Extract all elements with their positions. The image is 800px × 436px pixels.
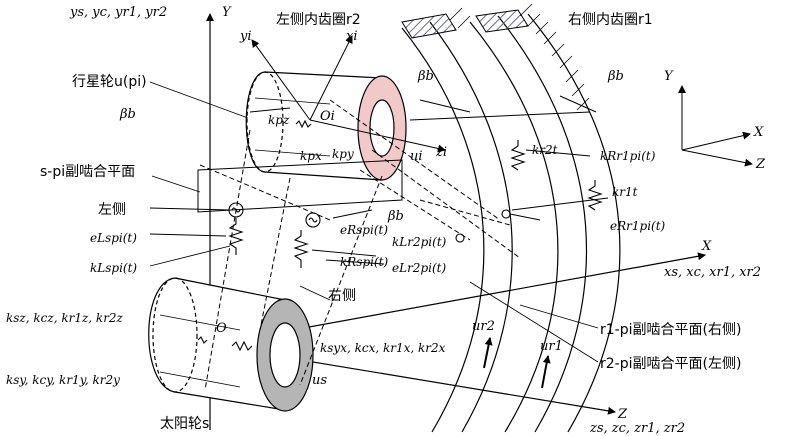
beta-b-label-4: βb [387, 209, 404, 224]
er1pi-R-label: eRr1pi(t) [610, 219, 666, 233]
global-x-label: X [701, 239, 712, 254]
ur1-label: ur1 [540, 339, 563, 354]
triad-z-line [681, 149, 753, 167]
reference-triad [678, 85, 753, 167]
x-axis-names: xs, xc, xr1, xr2 [664, 265, 761, 280]
kr2t-label: kr2t [532, 143, 558, 157]
kpz-label: kpz [268, 113, 290, 127]
y-axis-names: ys, yc, yr1, yr2 [69, 5, 167, 20]
ky-group-label: ksy, kcy, kr1y, kr2y [6, 373, 120, 387]
kr1t-label: kr1t [612, 185, 638, 199]
us-label: us [312, 373, 327, 388]
kspi-R-label: kRspi(t) [340, 255, 388, 269]
er2pi-L-label: eLr2pi(t) [392, 261, 446, 275]
ring-velocity-arrows [483, 337, 551, 389]
kx-spring [231, 340, 253, 352]
espi-R-label: eRspi(t) [340, 223, 388, 237]
oi-label: Oi [320, 109, 335, 124]
ui-label: ui [410, 149, 423, 164]
ur1-arrow [541, 355, 551, 389]
ring-right-title: 右侧内齿圈r1 [568, 12, 653, 28]
global-z-label: Z [617, 407, 628, 422]
ur2-arrow [483, 337, 493, 369]
kpz-spring [295, 119, 312, 129]
ring-r2-arc-outer [401, 27, 485, 433]
yi-label: yi [239, 29, 252, 44]
sun-back-face [152, 277, 198, 393]
sun-bore [269, 322, 301, 388]
kr1pi-R-label: kRr1pi(t) [600, 149, 656, 163]
beta-b-label-3: βb [607, 69, 624, 84]
mesh-planes [197, 95, 597, 213]
sun-gear [148, 277, 314, 412]
ring-gears [401, 13, 621, 433]
triad-x-label: X [753, 125, 764, 140]
o-label: O [216, 321, 227, 336]
kr1t-spring [587, 180, 603, 211]
springs [197, 119, 603, 352]
xi-label: xi [346, 29, 358, 44]
ring-r1-top [475, 9, 529, 33]
espi-L-label: eLspi(t) [90, 231, 137, 245]
ring-r2-arc-inner [429, 21, 513, 433]
ur2-label: ur2 [472, 319, 495, 334]
beta-b-label-2: βb [417, 69, 434, 84]
planet-back-face [246, 71, 284, 173]
ring-left-title: 左侧内齿圈r2 [276, 12, 361, 28]
mesh-plane-sp-label: s-pi副啮合平面 [40, 164, 135, 180]
mesh-lines [199, 99, 521, 391]
kr2t-spring [510, 140, 526, 171]
sun-name: 太阳轮s [160, 416, 209, 432]
kpy-label: kpy [332, 147, 354, 161]
triad-y-label: Y [664, 69, 674, 84]
planet-gear [245, 71, 407, 181]
global-y-label: Y [222, 5, 232, 20]
triad-z-label: Z [755, 157, 766, 172]
kspi-L-spring [228, 218, 244, 255]
zi-axis [309, 119, 446, 153]
mesh-plane-r2-label: r2-pi副啮合平面(左侧) [600, 356, 741, 372]
ring-hatched-tops [401, 9, 529, 39]
ring-r2-top [401, 13, 457, 39]
beta-b-label-1: βb [119, 107, 136, 122]
z-axis-names: zs, zc, zr1, zr2 [589, 421, 685, 436]
kspi-R-spring [293, 230, 309, 268]
zi-label: zi [435, 145, 447, 160]
kz-group-label: ksz, kcz, kr1z, kr2z [6, 311, 124, 325]
planet-local-axes [251, 35, 446, 153]
espi-R-source [305, 212, 321, 228]
ring-back-arc [527, 13, 621, 433]
kr2pi-L-label: kLr2pi(t) [392, 235, 447, 249]
left-side-label: 左侧 [98, 202, 126, 218]
planet-name: 行星轮u(pi) [72, 74, 147, 90]
sp-mesh-plane [197, 159, 403, 213]
leader-lines [149, 81, 609, 363]
kz-spring [197, 336, 208, 344]
right-side-label: 右侧 [328, 288, 356, 304]
kpx-label: kpx [300, 149, 322, 163]
ring-r1-arc-outer [469, 21, 559, 433]
kspi-L-label: kLspi(t) [90, 261, 137, 275]
planet-bore [369, 99, 395, 157]
xi-axis [309, 35, 353, 121]
mesh-plane-r1-label: r1-pi副啮合平面(右侧) [600, 322, 741, 338]
kx-group-label: ksyx, kcx, kr1x, kr2x [320, 341, 446, 355]
triad-x-line [681, 131, 751, 151]
ground-hatching [449, 3, 590, 111]
yi-axis [251, 39, 311, 121]
ring-r1-arc-inner [497, 15, 588, 433]
